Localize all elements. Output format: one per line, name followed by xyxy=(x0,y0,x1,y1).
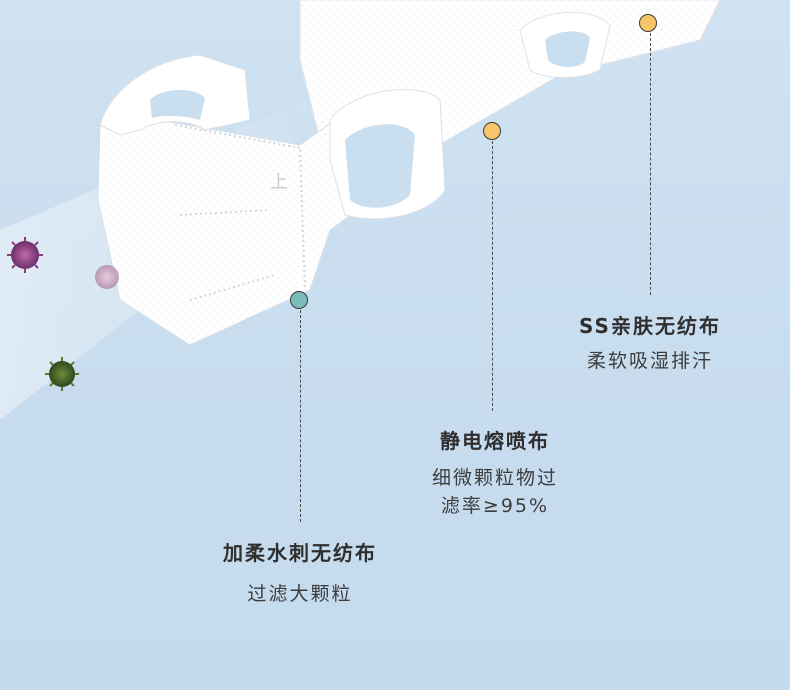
layer-marker-meltblown xyxy=(483,122,501,140)
leader-line-meltblown xyxy=(492,141,493,411)
virus-purple-icon xyxy=(7,237,43,273)
callout-desc: 细微颗粒物过 xyxy=(431,467,558,489)
leader-line-spunlace xyxy=(300,310,301,522)
virus-pink-icon xyxy=(95,265,119,289)
layer-marker-spunlace xyxy=(290,291,308,309)
callout-desc: 柔软吸湿排汗 xyxy=(586,350,713,372)
callout-title: 加柔水刺无纺布 xyxy=(223,541,377,565)
callout-title: SS亲肤无纺布 xyxy=(579,314,721,338)
callout-desc: 滤率≥95% xyxy=(440,495,550,517)
layer-marker-ss xyxy=(639,14,657,32)
callout-title: 静电熔喷布 xyxy=(440,429,550,453)
mask-mark: 上 xyxy=(270,172,288,193)
virus-green-icon xyxy=(45,357,79,391)
callout-meltblown: 静电熔喷布 细微颗粒物过 滤率≥95% xyxy=(400,425,590,520)
callout-spunlace: 加柔水刺无纺布 过滤大颗粒 xyxy=(195,537,405,608)
callout-desc: 过滤大颗粒 xyxy=(247,583,353,605)
leader-line-ss xyxy=(650,33,651,295)
callout-ss-fabric: SS亲肤无纺布 柔软吸湿排汗 xyxy=(555,310,745,375)
mask-front: 上 xyxy=(97,54,446,346)
